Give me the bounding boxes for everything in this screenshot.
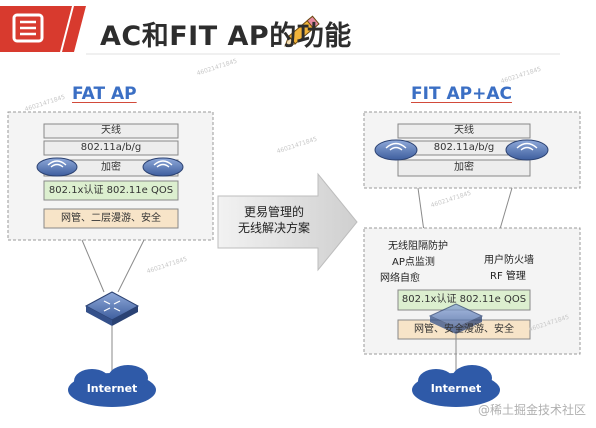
ac-feature-2: AP点监测 [392, 257, 435, 268]
fit-cloud-icon [412, 365, 500, 407]
fat-layer-80211-label: 802.11a/b/g [80, 142, 142, 153]
fit-layer-antenna [397, 123, 531, 139]
fat-layer-mgmt [43, 208, 179, 229]
fat-ap-left-icon [36, 157, 78, 177]
fat-cloud-label: Internet [86, 382, 138, 395]
fit-ap-left-icon [374, 139, 418, 161]
fit-cloud-label: Internet [430, 382, 482, 395]
fat-layer-antenna [43, 123, 179, 139]
switch-icon [84, 291, 140, 326]
fit-layer-encrypt-label: 加密 [454, 162, 474, 173]
header-red-stripe [62, 6, 86, 52]
fit-layer-antenna-label: 天线 [454, 125, 474, 136]
arrow-text-line-1: 更易管理的 [243, 205, 304, 219]
ac-feature-4: 用户防火墙 [484, 255, 534, 266]
fat-ap-right-icon [142, 157, 184, 177]
fat-link-left [81, 239, 105, 293]
fit-ac-layer-mgmt-label: 网管、安全漫游、安全 [414, 324, 514, 335]
fit-layer-80211-label: 802.11a/b/g [433, 142, 495, 153]
fat-layer-qos [43, 180, 179, 201]
arrow-text-line-2: 无线解决方案 [237, 221, 310, 235]
fat-layer-qos-label: 802.1x认证 802.11e QOS [48, 185, 174, 196]
fat-layer-80211 [43, 140, 179, 156]
footer-watermark: @稀土掘金技术社区 [477, 403, 586, 417]
pencil-icon [284, 15, 320, 47]
fat-layer-encrypt-label: 加密 [101, 162, 121, 173]
fat-cloud-icon [68, 365, 156, 407]
fat-layer-mgmt-label: 网管、二层漫游、安全 [61, 213, 161, 224]
ac-feature-1: 无线阻隔防护 [388, 241, 448, 252]
fat-layer-antenna-label: 天线 [101, 125, 121, 136]
fit-ac-layer-qos-label: 802.1x认证 802.11e QOS [401, 294, 527, 305]
ac-controller-icon [428, 303, 484, 334]
fat-heading: FAT AP [72, 84, 137, 104]
ac-feature-3: 网络自愈 [380, 273, 420, 284]
list-icon [12, 13, 44, 43]
fit-heading: FIT AP+AC [411, 84, 512, 104]
ac-feature-5: RF 管理 [490, 271, 526, 282]
fat-link-right [117, 239, 145, 293]
transition-arrow [217, 172, 358, 272]
fit-ap-right-icon [505, 139, 549, 161]
fit-layer-encrypt [397, 159, 531, 177]
page-title: AC和FIT AP的功能 [100, 21, 352, 52]
